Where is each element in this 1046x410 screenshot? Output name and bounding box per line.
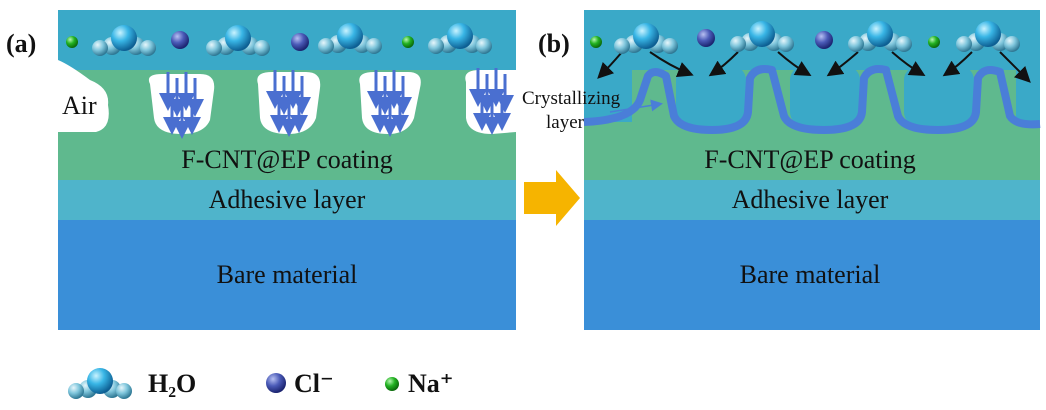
cl-ion (171, 31, 189, 49)
na-ion (590, 36, 602, 48)
air-label: Air (62, 91, 97, 120)
cl-ion (697, 29, 715, 47)
cl-ion (291, 33, 309, 51)
legend-sodium-label: Na⁺ (408, 369, 454, 398)
panel-b-bare-label: Bare material (740, 260, 881, 289)
na-ion (66, 36, 78, 48)
panel-b-coating-label: F-CNT@EP coating (704, 145, 915, 174)
panel-b-bare (584, 220, 1040, 330)
spreading-arrows (597, 51, 1031, 83)
transition-arrow (524, 170, 580, 226)
crystallizing-band (583, 65, 1041, 134)
crystallizing-label-line1: Crystallizing (522, 88, 621, 109)
crystallizing-label-line2: layer (546, 112, 585, 133)
legend-water-label: H₂O (148, 369, 196, 398)
legend: H₂O Cl⁻ Na⁺ (68, 368, 454, 399)
cl-ion (815, 31, 833, 49)
legend-sodium-icon (385, 377, 399, 391)
panel-a: (a) Air F-CNT@EP coating Adhesive layer … (6, 10, 516, 330)
panel-b-label: (b) (538, 29, 570, 58)
panel-a-bare-label: Bare material (217, 260, 358, 289)
panel-b-adhesive-label: Adhesive layer (732, 185, 889, 214)
air-pore-left (58, 60, 109, 132)
legend-chloride-label: Cl⁻ (294, 369, 334, 398)
panel-a-label: (a) (6, 29, 36, 58)
na-ion (928, 36, 940, 48)
legend-water-icon (68, 368, 132, 399)
panel-a-adhesive (58, 180, 516, 220)
panel-a-adhesive-label: Adhesive layer (209, 185, 366, 214)
panel-b-adhesive (584, 180, 1040, 220)
panel-a-coating-label: F-CNT@EP coating (181, 145, 392, 174)
legend-chloride-icon (266, 373, 286, 393)
crystallizing-pointer (609, 99, 663, 113)
na-ion (402, 36, 414, 48)
panel-b: (b) Crystallizing layer F-CNT@EP coating… (522, 10, 1041, 330)
panel-a-bare (58, 220, 516, 330)
